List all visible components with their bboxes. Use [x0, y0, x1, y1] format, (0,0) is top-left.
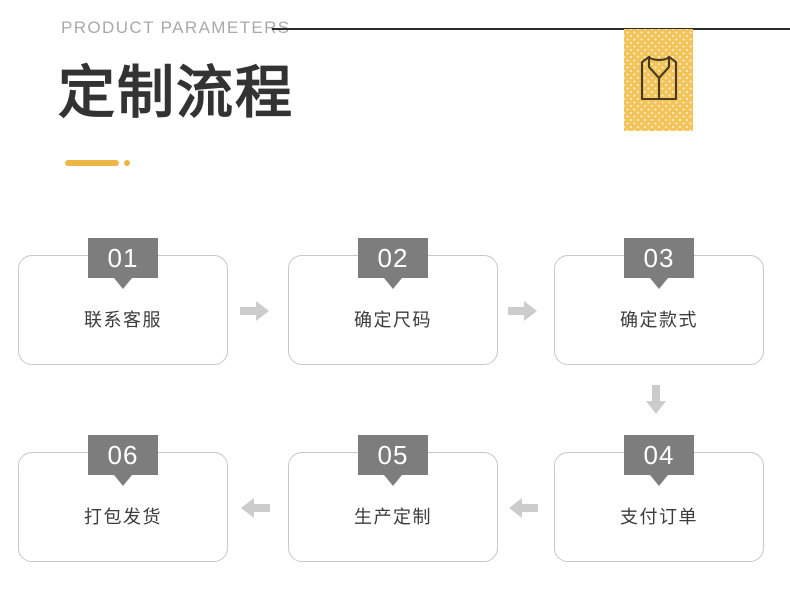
- accent-underline-bar: [65, 160, 119, 166]
- flow-step-06[interactable]: 06 打包发货: [18, 435, 228, 562]
- eyebrow-text: PRODUCT PARAMETERS: [61, 18, 291, 37]
- step-label: 支付订单: [620, 507, 698, 527]
- step-label: 联系客服: [84, 310, 162, 330]
- step-label: 确定尺码: [354, 310, 432, 330]
- step-label: 打包发货: [84, 507, 162, 527]
- step-label: 确定款式: [620, 310, 698, 330]
- flow-step-05[interactable]: 05 生产定制: [288, 435, 498, 562]
- arrow-left-icon: [508, 497, 538, 519]
- arrow-down-icon: [645, 385, 667, 415]
- step-number-badge: 02: [358, 238, 428, 278]
- flow-step-02[interactable]: 02 确定尺码: [288, 238, 498, 365]
- step-number-badge: 03: [624, 238, 694, 278]
- flow-step-04[interactable]: 04 支付订单: [554, 435, 764, 562]
- step-label: 生产定制: [354, 507, 432, 527]
- arrow-left-icon: [240, 497, 270, 519]
- step-number-badge: 05: [358, 435, 428, 475]
- step-number-badge: 06: [88, 435, 158, 475]
- flow-step-01[interactable]: 01 联系客服: [18, 238, 228, 365]
- accent-underline-dot: [124, 160, 130, 166]
- flow-step-03[interactable]: 03 确定款式: [554, 238, 764, 365]
- arrow-right-icon: [240, 300, 270, 322]
- shirt-icon-tile: [624, 29, 693, 131]
- step-number-badge: 04: [624, 435, 694, 475]
- step-number-badge: 01: [88, 238, 158, 278]
- arrow-right-icon: [508, 300, 538, 322]
- page-title: 定制流程: [58, 61, 294, 125]
- header-divider-line: [272, 28, 790, 30]
